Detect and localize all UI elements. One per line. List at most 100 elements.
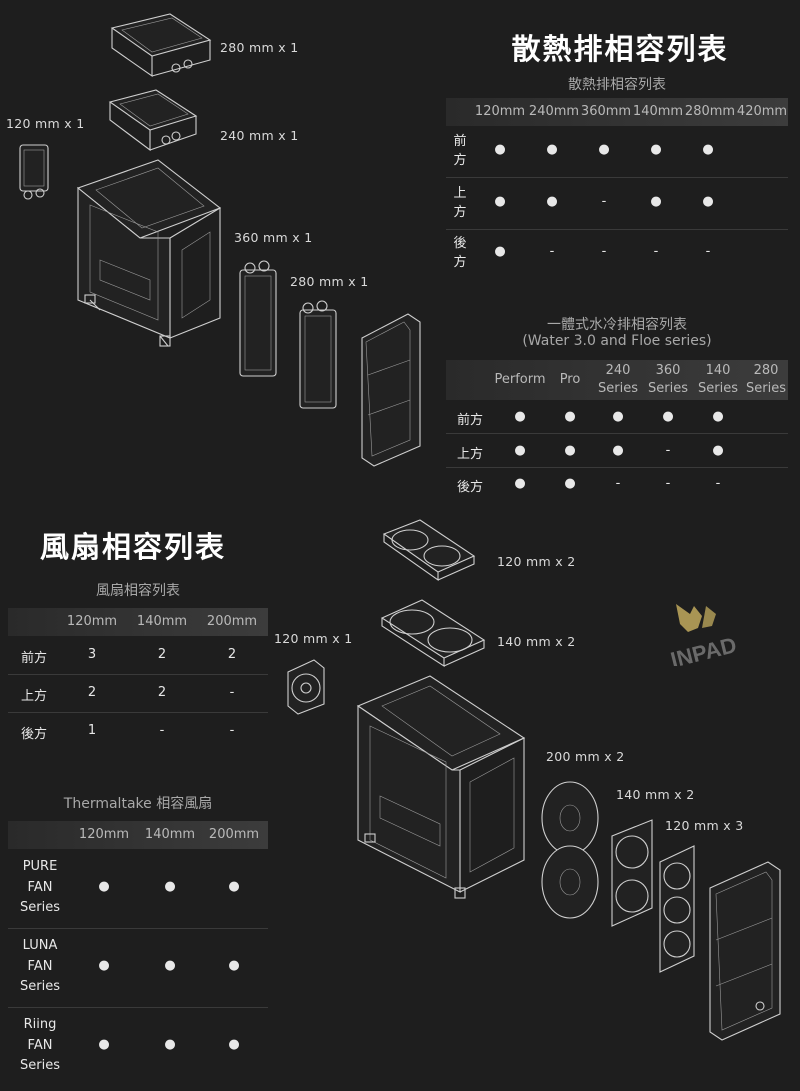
header-cell: 140 Series — [698, 363, 738, 396]
radiator-label-280-top: 280 mm x 1 — [220, 40, 299, 55]
aio-subtitle-line1: 一體式水冷排相容列表 — [547, 317, 687, 333]
table-cell: ● — [564, 476, 576, 491]
case-image-top — [76, 159, 222, 347]
radiator-subtitle: 散熱排相容列表 — [568, 77, 666, 93]
table-cell: ● — [228, 958, 240, 973]
radiator-120-image — [19, 144, 49, 200]
radiator-280-top-image — [110, 13, 212, 78]
table-cell: ● — [546, 194, 558, 209]
table-cell: ● — [164, 879, 176, 894]
table-cell: 2 — [227, 647, 237, 662]
table-cell: - — [229, 723, 235, 738]
table-cell: ● — [164, 958, 176, 973]
table-cell: 2 — [157, 647, 167, 662]
tt-fan-subtitle: Thermaltake 相容風扇 — [63, 796, 213, 812]
table-cell: ● — [712, 443, 724, 458]
header-cell: Pro — [559, 372, 581, 387]
table-cell: - — [653, 244, 659, 259]
radiator-title: 散熱排相容列表 — [511, 32, 729, 66]
header-cell: 200mm — [206, 614, 258, 629]
header-cell: 280 Series — [746, 363, 786, 396]
table-row: 上 方 ● ● - ● ● — [446, 178, 788, 230]
table-cell: ● — [612, 443, 624, 458]
fan-140x2-vertical-image — [611, 819, 653, 927]
row-label: 前方 — [20, 651, 47, 666]
table-cell: ● — [712, 409, 724, 424]
radiator-label-120: 120 mm x 1 — [6, 116, 85, 131]
table-row: 後方 1 - - — [8, 713, 268, 750]
row-label: LUNA FAN Series — [20, 938, 60, 994]
tt-fan-table-header: 120mm 140mm 200mm — [8, 821, 268, 849]
radiator-label-240: 240 mm x 1 — [220, 128, 299, 143]
row-label: 前方 — [456, 413, 483, 428]
fan-label-120x3: 120 mm x 3 — [665, 818, 744, 833]
table-cell: - — [601, 244, 607, 259]
header-cell: 200mm — [208, 827, 260, 842]
header-cell: 140mm — [632, 104, 684, 119]
table-cell: ● — [546, 142, 558, 157]
front-panel-image-top — [361, 313, 421, 467]
table-cell: ● — [228, 1037, 240, 1052]
table-cell: - — [705, 244, 711, 259]
fan-120x1-image — [287, 659, 325, 715]
inpad-logo-text: INPAD — [668, 632, 739, 666]
row-label: 後方 — [456, 480, 483, 495]
header-cell: Perform — [494, 372, 546, 387]
row-label: PURE FAN Series — [20, 859, 60, 915]
table-cell: 1 — [87, 723, 97, 738]
fan-120x2-image — [382, 519, 476, 582]
row-label: 上方 — [20, 689, 47, 704]
radiator-label-360: 360 mm x 1 — [234, 230, 313, 245]
table-cell: ● — [494, 194, 506, 209]
case-image-bottom — [356, 675, 526, 899]
table-cell: ● — [98, 1037, 110, 1052]
inpad-logo-icon: INPAD — [668, 604, 739, 666]
header-cell: 420mm — [736, 104, 788, 119]
header-cell: 140mm — [136, 614, 188, 629]
radiator-360-image — [239, 260, 277, 377]
fan-200x2-image — [541, 781, 599, 919]
table-cell: - — [229, 685, 235, 700]
table-row: 前方 3 2 2 — [8, 637, 268, 675]
table-cell: ● — [98, 879, 110, 894]
table-cell: ● — [514, 476, 526, 491]
header-cell: 240mm — [528, 104, 580, 119]
table-cell: ● — [650, 142, 662, 157]
table-cell: ● — [228, 879, 240, 894]
fan-140x2-image — [380, 599, 486, 668]
table-cell: ● — [164, 1037, 176, 1052]
header-cell: 280mm — [684, 104, 736, 119]
header-cell: 360mm — [580, 104, 632, 119]
table-cell: - — [159, 723, 165, 738]
table-cell: 3 — [87, 647, 97, 662]
header-cell: 120mm — [474, 104, 526, 119]
aio-subtitle-line2: (Water 3.0 and Floe series) — [522, 333, 712, 349]
table-row: 上方 2 2 - — [8, 675, 268, 713]
radiator-illustration — [19, 13, 421, 467]
aio-table-header: Perform Pro 240 Series 360 Series 140 Se… — [446, 360, 788, 400]
table-row: 後方 ● ● - - - — [446, 468, 788, 501]
fan-title: 風扇相容列表 — [40, 530, 227, 564]
table-cell: ● — [564, 409, 576, 424]
row-label: 後方 — [20, 727, 47, 742]
radiator-label-280-vertical: 280 mm x 1 — [290, 274, 369, 289]
table-cell: ● — [494, 244, 506, 259]
row-label: 上方 — [456, 447, 483, 462]
fan-label-140x2: 140 mm x 2 — [497, 634, 576, 649]
table-row: 前 方 ● ● ● ● ● — [446, 126, 788, 178]
fan-illustration — [287, 519, 781, 1041]
radiator-280-vertical-image — [299, 300, 337, 409]
table-cell: - — [615, 476, 621, 491]
table-row: LUNA FAN Series ● ● ● — [8, 929, 268, 1008]
table-row: 前方 ● ● ● ● ● — [446, 400, 788, 434]
table-cell: ● — [662, 409, 674, 424]
table-cell: - — [665, 476, 671, 491]
table-cell: - — [549, 244, 555, 259]
header-cell: 140mm — [144, 827, 196, 842]
table-cell: ● — [702, 194, 714, 209]
fan-label-140x2-front: 140 mm x 2 — [616, 787, 695, 802]
fan-subtitle: 風扇相容列表 — [96, 583, 180, 599]
table-row: Riing FAN Series ● ● ● — [8, 1008, 268, 1086]
table-cell: ● — [598, 142, 610, 157]
header-cell: 120mm — [78, 827, 130, 842]
